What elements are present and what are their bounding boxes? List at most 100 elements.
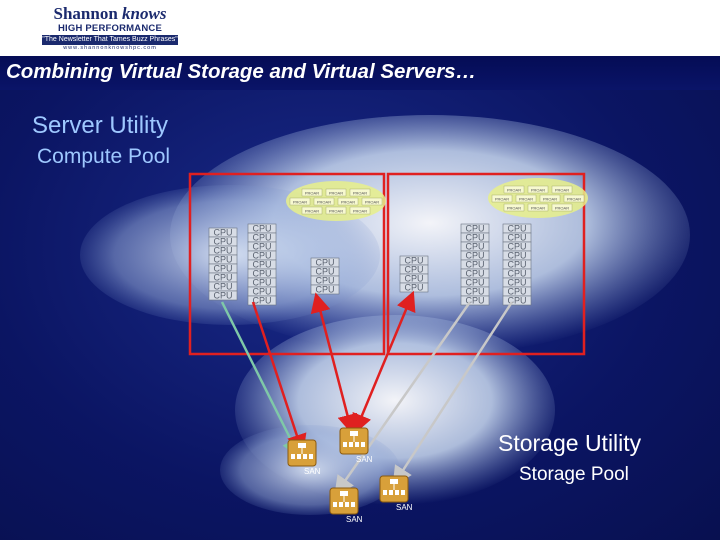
node-chip [361,197,383,206]
node-chip-label: PROAR [531,188,545,193]
cpu-tile [208,290,238,301]
node-chip [313,197,335,206]
node-chips-right: PROAR PROAR PROAR PROAR PROAR PROAR PROAR PROAR… [491,185,585,212]
cpu-label: CPU [315,276,334,286]
server-box-right [386,172,586,356]
node-chip [301,206,323,215]
san-storage-icon: SAN [339,427,373,464]
node-chip-label: PROAR [329,209,343,214]
node-chip-label: PROAR [341,200,355,205]
node-chip [325,206,347,215]
node-chip [325,188,347,197]
node-chip-label: PROAR [567,197,581,202]
arrow-gray-2 [392,301,514,487]
node-chip-label: PROAR [495,197,509,202]
cpu-label: CPU [507,242,526,252]
cpu-label: CPU [315,285,334,295]
cpu-label: CPU [507,269,526,279]
cpu-tile [502,295,532,306]
cpu-label: CPU [315,267,334,277]
node-chip-label: PROAR [519,197,533,202]
cpu-label: CPU [465,287,484,297]
node-chip [503,203,525,212]
node-chip [503,185,525,194]
storage-utility-label: Storage Utility [498,430,642,456]
node-chip [527,203,549,212]
cpu-label: CPU [465,233,484,243]
cpu-label: CPU [507,233,526,243]
node-chip-label: PROAR [365,200,379,205]
cpu-label: CPU [252,251,271,261]
cpu-label: CPU [213,273,232,283]
cpu-label: CPU [404,265,423,275]
logo-title: Shannon knows [53,4,167,23]
node-chip-label: PROAR [353,209,367,214]
node-chip-label: PROAR [305,191,319,196]
cpu-label: CPU [213,228,232,238]
cpu-label: CPU [252,278,271,288]
cpu-label: CPU [507,287,526,297]
san-label: SAN [346,515,363,524]
node-chip-label: PROAR [317,200,331,205]
server-utility-label: Server Utility [32,112,169,139]
cpu-label: CPU [465,242,484,252]
node-chip [551,185,573,194]
node-chip-label: PROAR [543,197,557,202]
cpu-label: CPU [252,287,271,297]
node-chip [539,194,561,203]
node-chip-label: PROAR [305,209,319,214]
san-storage-icon: SAN [329,487,363,524]
cpu-label: CPU [252,296,271,306]
cpu-label: CPU [252,224,271,234]
cpu-label: CPU [465,251,484,261]
cpu-label: CPU [213,237,232,247]
node-chip-label: PROAR [329,191,343,196]
node-chip [527,185,549,194]
node-chip-label: PROAR [293,200,307,205]
san-label: SAN [356,455,373,464]
cpu-label: CPU [213,282,232,292]
logo-tagline: "The Newsletter That Tames Buzz Phrases" [42,35,178,45]
san-label: SAN [304,467,321,476]
cpu-label: CPU [252,242,271,252]
cpu-label: CPU [213,255,232,265]
san-storage-icon: SAN [379,475,413,512]
title-band [0,56,720,90]
node-chips-left: PROAR PROAR PROAR PROAR PROAR PROAR PROAR PROAR… [289,188,383,215]
node-chip-label: PROAR [507,188,521,193]
cpu-tile [460,295,490,306]
node-chip-label: PROAR [353,191,367,196]
node-chip-label: PROAR [555,188,569,193]
cpu-label: CPU [507,260,526,270]
slide-title: Combining Virtual Storage and Virtual Se… [6,60,477,83]
arrow-gray-1 [334,301,472,497]
logo-url: www.shannonknowshpc.com [63,45,157,51]
san-storage-icon: SAN [287,439,321,476]
node-chip [301,188,323,197]
node-chip-label: PROAR [531,206,545,211]
cpu-label: CPU [507,296,526,306]
node-chip [515,194,537,203]
cpu-label: CPU [507,224,526,234]
storage-icons: SAN SAN SAN SAN [287,427,413,524]
slide-header: Shannon knows HIGH PERFORMANCE COMPUTING… [0,0,720,56]
cpu-label: CPU [404,274,423,284]
cpu-label: CPU [404,256,423,266]
cpu-label: CPU [252,260,271,270]
cpu-stacks: CPUCPUCPUCPUCPUCPUCPUCPUCPUCPUCPUCPUCPUC… [208,224,532,306]
arrow-red-3 [352,290,416,435]
cpu-label: CPU [507,278,526,288]
cpu-label: CPU [465,224,484,234]
node-chip [551,203,573,212]
shannon-knows-logo: Shannon knows HIGH PERFORMANCE COMPUTING… [40,4,180,51]
node-chip [337,197,359,206]
compute-pool-label: Compute Pool [37,145,171,168]
node-chip [349,206,371,215]
cpu-tile [247,295,277,306]
node-chip-label: PROAR [555,206,569,211]
arrow-red-2 [310,292,358,435]
cpu-label: CPU [213,264,232,274]
